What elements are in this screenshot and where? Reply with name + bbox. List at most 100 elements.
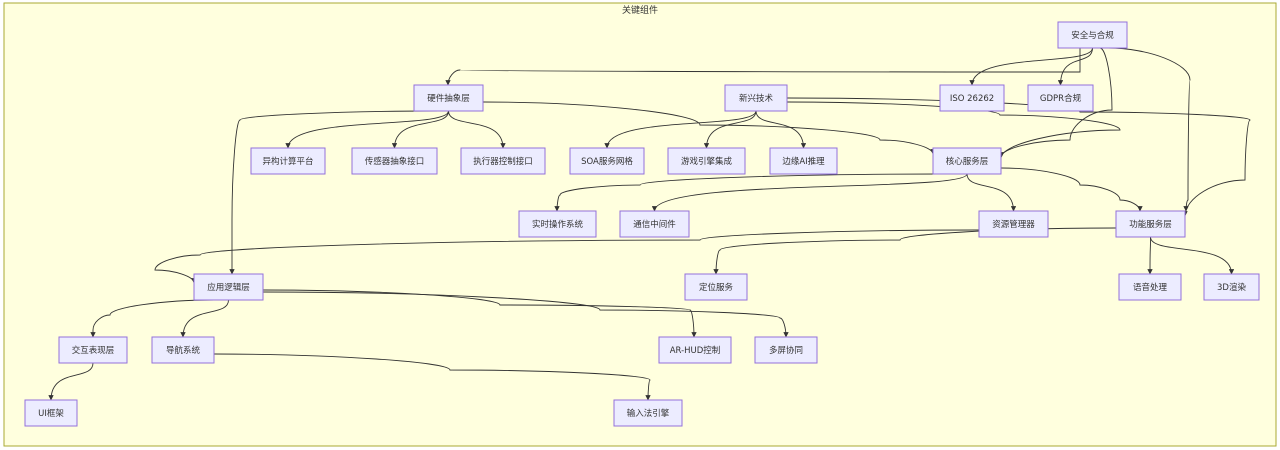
node-box[interactable] [460,147,546,175]
node-location[interactable]: 定位服务 [684,273,748,301]
node-box[interactable] [684,273,748,301]
node-box[interactable] [769,147,838,175]
node-label: 语音处理 [1133,282,1168,293]
edge-security-to-func [1107,47,1191,212]
node-label: 输入法引擎 [627,408,670,419]
subgraph-title: 关键组件 [622,4,658,16]
node-box[interactable] [613,399,683,427]
edge-func-to-render3d [1150,236,1235,275]
edge-security-to-hal [445,48,1081,86]
node-arhud[interactable]: AR-HUD控制 [658,336,732,364]
node-box[interactable] [939,84,1005,112]
node-box[interactable] [667,147,746,175]
node-label: 功能服务层 [1129,219,1172,230]
edge-hal-to-actuator [448,110,506,149]
node-gdpr[interactable]: GDPR合规 [1027,84,1094,112]
node-label: UI框架 [38,408,64,419]
node-func[interactable]: 功能服务层 [1115,210,1186,238]
node-box[interactable] [1115,210,1186,238]
edge-core-to-resmgr [966,173,1017,212]
node-label: 导航系统 [166,345,201,356]
node-core[interactable]: 核心服务层 [932,147,1002,175]
edge-applogic-to-arhud [262,289,697,338]
edge-interact-to-uifw [48,362,94,401]
node-label: 硬件抽象层 [427,93,470,104]
node-label: 游戏引擎集成 [681,156,733,167]
node-label: SOA服务网格 [581,156,633,167]
node-security[interactable]: 安全与合规 [1057,21,1128,49]
node-box[interactable] [24,399,78,427]
node-label: 核心服务层 [946,156,989,167]
edge-nav-to-ime [213,353,651,401]
edge-resmgr-to-applogic [154,229,980,284]
node-box[interactable] [1027,84,1094,112]
edge-applogic-to-nav [180,299,229,338]
node-game[interactable]: 游戏引擎集成 [667,147,746,175]
node-soa[interactable]: SOA服务网格 [569,147,645,175]
node-emerging[interactable]: 新兴技术 [724,84,788,112]
node-box[interactable] [518,210,597,238]
edge-core-to-rtos [554,173,941,212]
node-label: 执行器控制接口 [473,156,533,167]
node-interact[interactable]: 交互表现层 [58,336,128,364]
node-label: 异构计算平台 [262,156,313,167]
edge-applogic-to-interact [90,299,215,338]
node-box[interactable] [978,210,1049,238]
node-voice[interactable]: 语音处理 [1118,273,1182,301]
node-comm[interactable]: 通信中间件 [619,210,690,238]
node-box[interactable] [151,336,215,364]
edge-hal-to-applogic [229,110,441,275]
edge-emerging-to-edgeai [755,110,807,149]
node-hetero[interactable]: 异构计算平台 [250,147,326,175]
node-box[interactable] [250,147,326,175]
node-box[interactable] [351,147,438,175]
node-render3d[interactable]: 3D渲染 [1203,273,1260,301]
node-actuator[interactable]: 执行器控制接口 [460,147,546,175]
edge-security-to-gdpr [1057,47,1093,86]
node-applogic[interactable]: 应用逻辑层 [193,273,264,301]
node-edgeai[interactable]: 边缘AI推理 [769,147,838,175]
node-nav[interactable]: 导航系统 [151,336,215,364]
node-multiscreen[interactable]: 多屏协同 [754,336,818,364]
node-box[interactable] [724,84,788,112]
node-iso[interactable]: ISO 26262 [939,84,1005,112]
node-box[interactable] [619,210,690,238]
node-box[interactable] [1118,273,1182,301]
node-box[interactable] [658,336,732,364]
node-rtos[interactable]: 实时操作系统 [518,210,597,238]
node-hal[interactable]: 硬件抽象层 [413,84,484,112]
edge-core-to-comm [651,173,968,212]
node-label: 实时操作系统 [532,219,584,230]
node-label: 多屏协同 [769,345,803,356]
node-box[interactable] [58,336,128,364]
edge-hal-to-hetero [285,110,449,149]
edge-applogic-to-multiscreen [262,291,789,338]
edge-hal-to-core [482,101,936,155]
node-label: 资源管理器 [992,219,1035,230]
node-label: 传感器抽象接口 [365,156,425,167]
node-label: 应用逻辑层 [207,282,250,293]
edge-emerging-to-soa [604,110,757,149]
edge-security-to-iso [969,47,1093,86]
node-uifw[interactable]: UI框架 [24,399,78,427]
node-box[interactable] [413,84,484,112]
edge-core-to-func [1000,167,1143,212]
node-label: 定位服务 [699,282,734,293]
node-box[interactable] [193,273,264,301]
edge-emerging-to-game [703,110,757,149]
node-box[interactable] [1203,273,1260,301]
node-resmgr[interactable]: 资源管理器 [978,210,1049,238]
node-label: 边缘AI推理 [782,156,825,167]
node-ime[interactable]: 输入法引擎 [613,399,683,427]
node-label: 3D渲染 [1217,282,1246,293]
node-box[interactable] [932,147,1002,175]
node-box[interactable] [569,147,645,175]
node-label: 新兴技术 [739,93,774,104]
node-label: ISO 26262 [950,94,994,104]
node-sensor[interactable]: 传感器抽象接口 [351,147,438,175]
node-box[interactable] [754,336,818,364]
node-box[interactable] [1057,21,1128,49]
